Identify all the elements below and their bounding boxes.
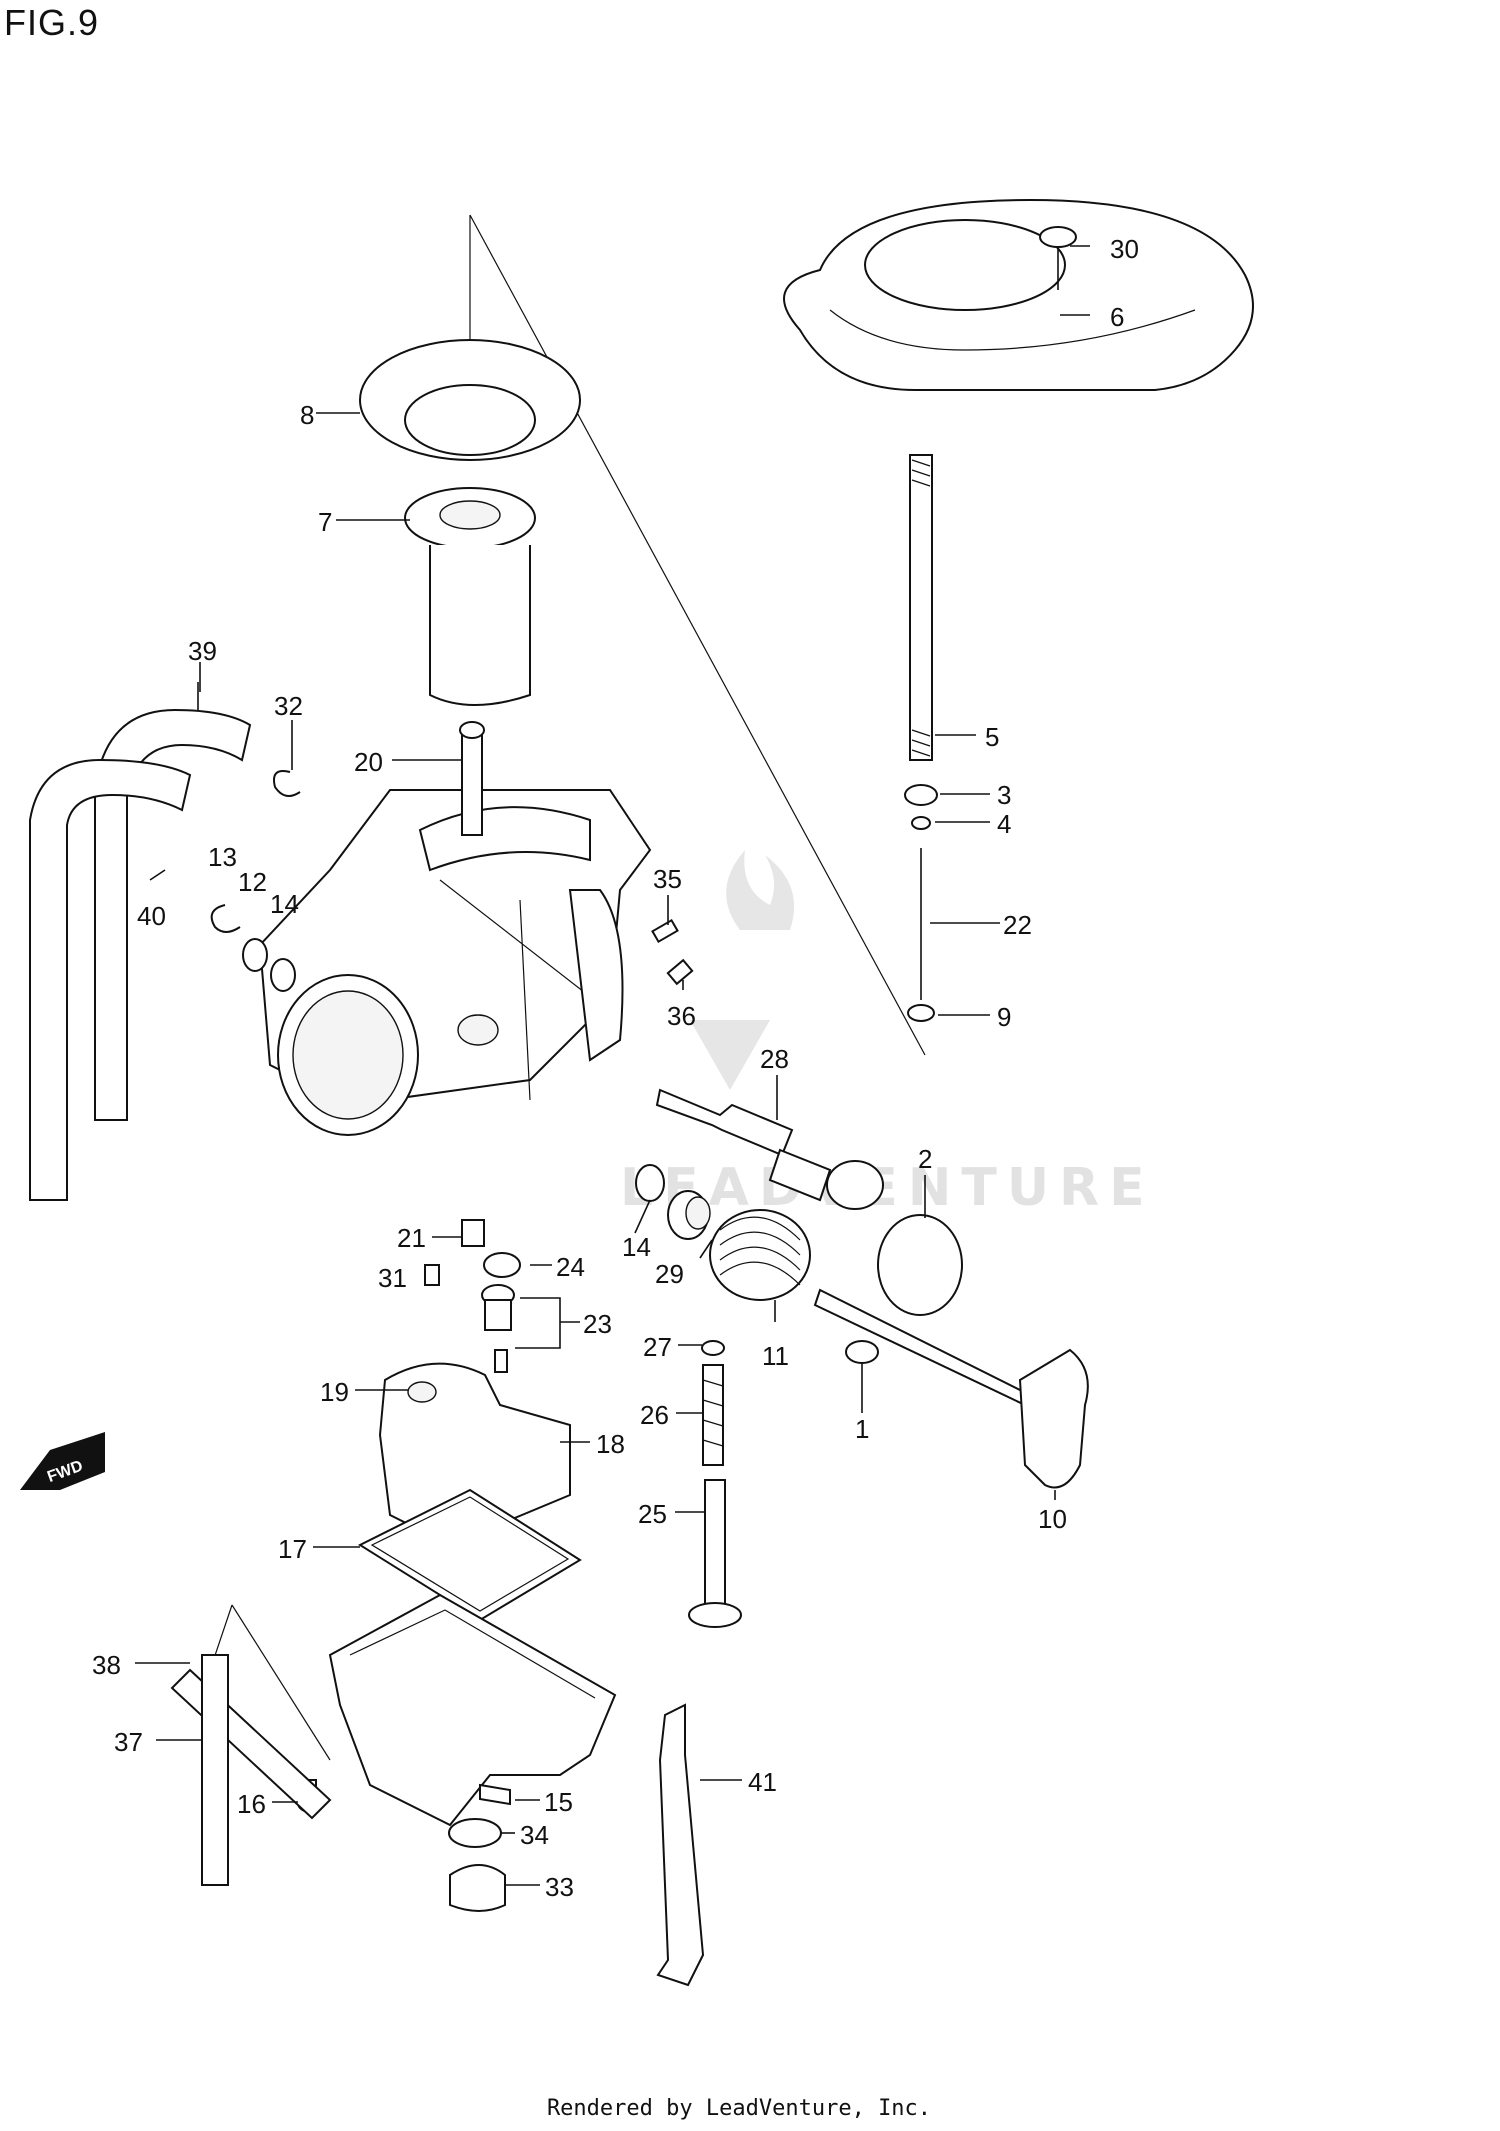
top-cap-part (783, 198, 1254, 391)
footer-credit: Rendered by LeadVenture, Inc. (0, 2096, 1500, 2121)
o-ring-part-14b (635, 1164, 665, 1202)
callout-7: 7 (318, 507, 332, 537)
jet-part-31 (424, 1264, 440, 1286)
callout-17: 17 (278, 1534, 307, 1564)
spring-part-11 (709, 1209, 811, 1301)
callout-23: 23 (583, 1309, 612, 1339)
jet-part-21 (461, 1219, 485, 1247)
screw-part-36 (666, 958, 694, 986)
piston-part (404, 487, 536, 706)
float-bowl-part (328, 1593, 617, 1827)
callout-10: 10 (1038, 1504, 1067, 1534)
figure-title: FIG.9 (4, 2, 100, 43)
diaphragm-part (359, 339, 581, 461)
callout-26: 26 (640, 1400, 669, 1430)
callout-40: 40 (137, 901, 166, 931)
callout-leader-lines (135, 245, 1090, 1886)
callout-16: 16 (237, 1789, 266, 1819)
tube-part-37 (201, 1654, 229, 1886)
callout-21: 21 (397, 1223, 426, 1253)
callout-36: 36 (667, 1001, 696, 1031)
o-ring-part-34 (448, 1818, 502, 1848)
watermark: LEADVENTURE (620, 850, 1145, 1218)
callout-25: 25 (638, 1499, 667, 1529)
screw-part-35 (651, 918, 679, 944)
callout-6: 6 (1110, 302, 1124, 332)
bracket-part-41 (656, 1703, 705, 1987)
callout-2: 2 (918, 1144, 932, 1174)
callout-35: 35 (653, 864, 682, 894)
o-ring-part-12 (242, 938, 268, 972)
o-ring-part-14a (270, 958, 296, 992)
callout-20: 20 (354, 747, 383, 777)
callout-34: 34 (520, 1820, 549, 1850)
callout-22: 22 (1003, 910, 1032, 940)
throttle-shaft-part (813, 1288, 1089, 1489)
callout-27: 27 (643, 1332, 672, 1362)
jet-part-23 (481, 1284, 515, 1373)
callout-28: 28 (760, 1044, 789, 1074)
callout-12: 12 (238, 867, 267, 897)
callout-labels: 30 6 8 7 5 3 4 22 9 39 32 20 40 13 12 14… (92, 234, 1139, 1902)
callout-32: 32 (274, 691, 303, 721)
starter-plunger-part (655, 1088, 884, 1210)
callout-39: 39 (188, 636, 217, 666)
callout-29: 29 (655, 1259, 684, 1289)
callout-30: 30 (1110, 234, 1139, 264)
washer-part-24 (483, 1252, 521, 1278)
callout-31: 31 (378, 1263, 407, 1293)
callout-3: 3 (997, 780, 1011, 810)
clip-part-32 (273, 770, 301, 797)
callout-37: 37 (114, 1727, 143, 1757)
carburetor-body-part (258, 721, 652, 1136)
callout-41: 41 (748, 1767, 777, 1797)
hose-part-39 (94, 708, 252, 1121)
screw-part-25 (688, 1479, 742, 1628)
spring-part-26 (702, 1364, 724, 1466)
callout-15: 15 (544, 1787, 573, 1817)
clip-part-13 (210, 904, 241, 933)
cover-disk-part (877, 1214, 963, 1316)
callout-4: 4 (997, 809, 1011, 839)
screw-part-30 (1039, 226, 1077, 290)
screw-part-15 (479, 1783, 511, 1806)
callout-18: 18 (596, 1429, 625, 1459)
footer-text: Rendered by LeadVenture, Inc. (546, 2096, 932, 2121)
screw-part-1 (845, 1340, 879, 1395)
callout-19: 19 (320, 1377, 349, 1407)
collar-part-29 (667, 1190, 711, 1240)
callout-14-left: 14 (270, 889, 299, 919)
callout-14-right: 14 (622, 1232, 651, 1262)
callout-11: 11 (762, 1341, 789, 1371)
callout-8: 8 (300, 400, 314, 430)
callout-33: 33 (545, 1872, 574, 1902)
callout-13: 13 (208, 842, 237, 872)
jet-needle-part (904, 454, 938, 1022)
callout-24: 24 (556, 1252, 585, 1282)
callout-38: 38 (92, 1650, 121, 1680)
callout-1: 1 (855, 1414, 869, 1444)
hose-part-40 (29, 758, 192, 1201)
callout-5: 5 (985, 722, 999, 752)
fwd-direction-badge: FWD (20, 1432, 105, 1490)
callout-9: 9 (997, 1002, 1011, 1032)
drain-plug-part-33 (449, 1864, 506, 1912)
washer-part-27 (701, 1340, 725, 1356)
